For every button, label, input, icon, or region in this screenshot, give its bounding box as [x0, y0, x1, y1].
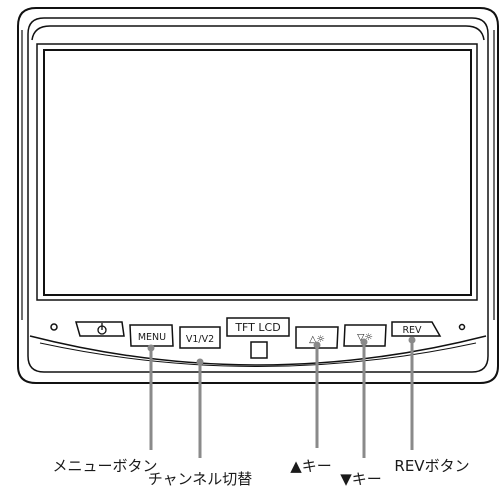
bezel-inner-line — [27, 17, 489, 373]
callout-menu-button: メニューボタン — [52, 457, 157, 475]
ir-sensor — [250, 341, 268, 359]
tft-lcd-badge: TFT LCD — [226, 317, 290, 337]
callout-up-key: ▲キー — [290, 457, 332, 475]
callout-rev-button: REVボタン — [394, 457, 469, 475]
bezel-top-contour — [31, 25, 485, 41]
tft-lcd-label: TFT LCD — [234, 321, 280, 334]
lower-bezel-curve-2 — [39, 342, 477, 367]
up-key-button[interactable]: △☼ — [295, 326, 339, 349]
lcd-screen — [43, 49, 472, 296]
callout-leaders — [147, 336, 416, 458]
callout-down-key: ▼キー — [340, 470, 382, 488]
menu-button[interactable]: MENU — [129, 324, 174, 347]
rev-button-label: REV — [402, 325, 422, 336]
led-right — [458, 323, 466, 331]
screen-frame — [36, 43, 478, 301]
down-brightness-icon: ▽☼ — [357, 332, 373, 343]
v1v2-button[interactable]: V1/V2 — [179, 326, 221, 349]
down-key-button[interactable]: ▽☼ — [343, 324, 387, 347]
v1v2-button-label: V1/V2 — [186, 334, 214, 345]
power-button[interactable] — [75, 321, 125, 337]
callout-channel-switch: チャンネル切替 — [148, 470, 253, 488]
lower-bezel-curve — [29, 335, 487, 366]
power-icon — [97, 323, 107, 335]
menu-button-label: MENU — [138, 332, 166, 343]
led-left — [50, 323, 58, 331]
up-brightness-icon: △☼ — [309, 334, 325, 345]
rev-button[interactable]: REV — [391, 321, 442, 337]
